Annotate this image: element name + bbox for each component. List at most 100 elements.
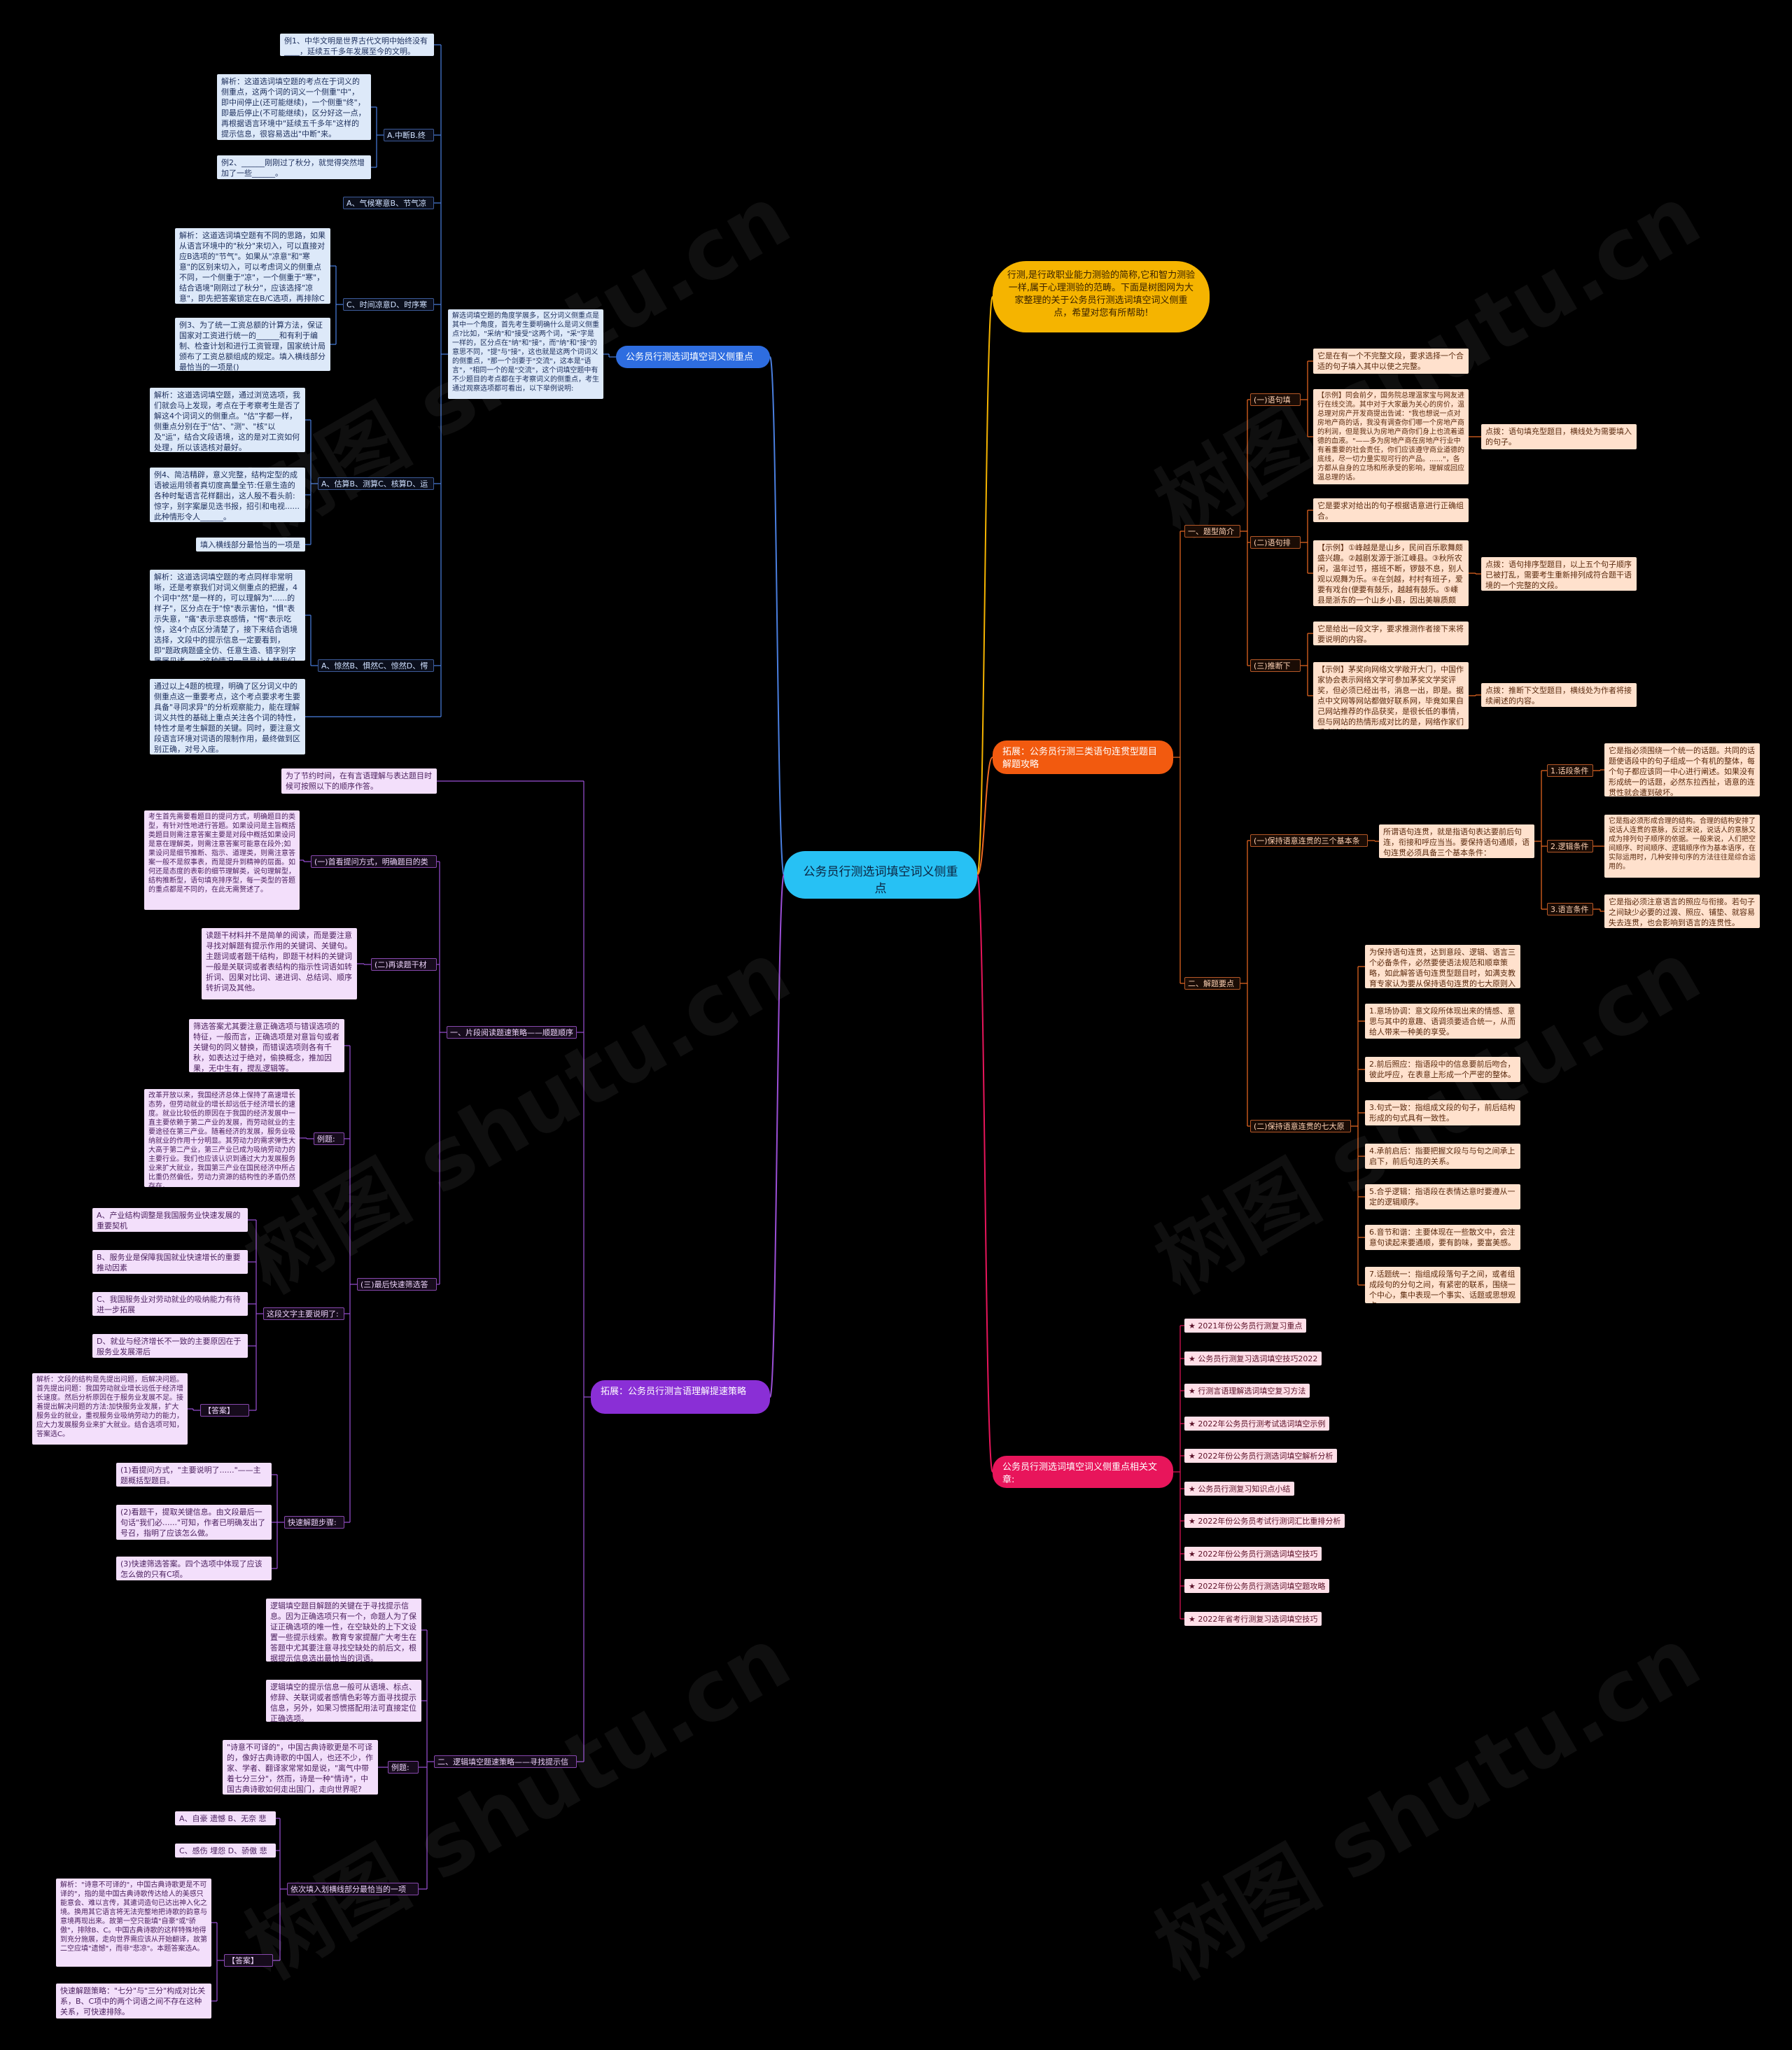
b1-example-4: 例4、简洁精辟，意义完整，结构定型的成语被运用领者真切度高量全节:任意生造的各种… — [150, 468, 305, 522]
related-article-link[interactable]: ★ 2022年份公务员考试行测词汇比重排分析 — [1184, 1514, 1345, 1528]
b4-type-1-tip: 点拨：语句填充型题目，横线处为需要填入的句子。 — [1481, 424, 1637, 449]
b4-type-2-desc: 它是要求对给出的句子根据语意进行正确组合。 — [1313, 498, 1469, 522]
b1-example-4-options: A、惊然B、惧然C、惊然D、愕然 — [318, 659, 434, 672]
b4-section-1[interactable]: 一、题型简介 — [1184, 525, 1240, 538]
b2-example-2-analysis: 解析："诗意不可译的"，中国古典诗歌更是不可译的"，指的是中国古典诗歌传达给人的… — [56, 1879, 211, 1967]
b4-principles-intro: 为保持语句连贯，达到意段、逻辑、语言三个必备条件，必然要使语法规范和顺章策略，如… — [1365, 945, 1520, 988]
b4-condition-1[interactable]: 1.话段条件 — [1547, 764, 1593, 777]
b1-example-1: 例1、中华文明是世界古代文明中始终没有____，延续五千多年发展至今的文明。 — [280, 34, 434, 56]
b4-principle-7: 7.话题统一：指组成段落句子之间，或者组成段句的分句之间，有紧密的联系，围绕一个… — [1365, 1267, 1520, 1303]
b2-s1-step-a[interactable]: (一)首看提问方式，明确题目的类型 — [311, 855, 437, 868]
related-article-link[interactable]: ★ 公务员行测复习选词填空技巧2022 — [1184, 1351, 1322, 1366]
b2-answer-analysis: 解析：文段的结构是先提出问题，后解决问题。首先提出问题：我国劳动就业增长远低于经… — [32, 1373, 188, 1445]
b1-example-1-analysis: 解析：这道选词填空题的考点在于词义的侧重点，这两个词的词义一个侧重"中"，即中间… — [217, 74, 371, 140]
b2-example-2-text: "诗意不可译的"，中国古典诗歌更是不可译的，像好古典诗歌的中国人，也还不少，作家… — [223, 1740, 378, 1795]
b4-type-2-tip: 点拨：语句排序型题目，以上五个句子顺序已被打乱，需要考生重新排列成符合题干语境的… — [1481, 557, 1637, 591]
b2-example-question: 这段文字主要说明了: — [263, 1307, 344, 1320]
connector-line — [976, 757, 993, 876]
b4-condition-2-text: 它是指必须形成合理的结构。合理的结构安排了说话人连贯的意脉，反过来说，说话人的意… — [1604, 815, 1760, 878]
b4-type-3-example: 【示例】茅奖向网络文学敞开大门，中国作家协会表示网络文学可参加茅奖文学奖评奖，但… — [1313, 662, 1469, 729]
b2-s1-step-c-text: 筛选答案尤其要注意正确选项与错误选项的特征，一般而言，正确选项是对意旨句或者关键… — [189, 1019, 344, 1072]
connector-line — [769, 356, 785, 876]
b2-fast-step-2: (2)看题干，提取关键信息。由文段最后一句话"我们必......"可知，作者已明… — [116, 1505, 272, 1540]
b4-type-3[interactable]: (三)推断下文 — [1250, 659, 1301, 672]
b2-fast-step-3: (3)快速筛选答案。四个选项中体现了应该怎么做的只有C项。 — [116, 1557, 272, 1580]
related-article-link[interactable]: ★ 2022年份公务员行测选词填空技巧 — [1184, 1546, 1322, 1561]
b2-example-2-option-cd: C、感伤 埋怨 D、骄傲 悲凉 — [175, 1844, 276, 1858]
b1-example-1-options: A.中断B.终断 — [384, 129, 434, 141]
b2-section-2[interactable]: 二、逻辑填空题速策略——寻找提示信息 — [434, 1755, 577, 1768]
b2-example-text: 改革开放以来，我国经济总体上保持了高速增长态势，但劳动就业的增长却远低于经济增长… — [144, 1089, 300, 1187]
b2-example-2-fast: 快速解题策略："七分"与"三分"构成对比关系，B、C项中的两个词语之间不存在这种… — [56, 1984, 211, 2019]
b2-fast-step-1: (1)看提问方式，"主要说明了......"——主题概括型题目。 — [116, 1463, 272, 1487]
central-topic[interactable]: 公务员行测选词填空词义侧重点 — [784, 851, 977, 899]
related-article-link[interactable]: ★ 2022年份公务员行测选词填空解析分析 — [1184, 1449, 1338, 1463]
b2-example-2-label: 例题: — [388, 1761, 419, 1774]
b4-type-3-tip: 点拨：推断下文型题目，横线处为作者将接续阐述的内容。 — [1481, 683, 1637, 707]
b1-example-3-analysis: 解析：这道选词填空题，通过浏览选项，我们就会马上发现，考点在于考察考生是否了解这… — [150, 388, 305, 452]
b4-type-1-desc: 它是在有一个不完整文段，要求选择一个合适的句子填入其中以使之完整。 — [1313, 349, 1469, 374]
b2-example-label: 例题: — [314, 1132, 344, 1145]
b4-point-2[interactable]: (二)保持语意连贯的七大原则 — [1250, 1120, 1351, 1132]
b2-answer: 【答案】C。 — [200, 1404, 249, 1417]
b2-option-b: B、服务业是保障我国就业快速增长的重要推动因素 — [92, 1250, 248, 1274]
branch-word-meaning-focus[interactable]: 公务员行测选词填空词义侧重点 — [616, 346, 770, 368]
related-article-link[interactable]: ★ 2022年份公务员行测选词填空题攻略 — [1184, 1579, 1330, 1593]
b2-s1-step-b[interactable]: (二)再读题干材料 — [371, 958, 437, 971]
b1-example-2: 例2、______刚刚过了秋分，就觉得突然增加了一些______。 — [217, 155, 371, 179]
b2-s1-step-c[interactable]: (三)最后快速筛选答案 — [357, 1278, 437, 1291]
b4-type-1-example: 【示例】同会前夕，国务院总理温家宝与网友进行在线交流。其中对于大家最为关心的房价… — [1313, 389, 1469, 484]
branch-speed-strategy[interactable]: 拓展：公务员行测言语理解提速策略 — [591, 1380, 770, 1414]
b2-fast-steps-label: 快速解题步骤: — [284, 1516, 344, 1529]
b1-example-3-options: A、估算B、测算C、核算D、运算 — [318, 477, 434, 490]
b4-condition-2[interactable]: 2.逻辑条件 — [1547, 840, 1593, 852]
b1-example-2-options: A、气候寒意B、节气凉意 — [343, 197, 434, 209]
b1-intro-text: 解选词填空题的角度学展多，区分词义侧重点是其中一个角度，首先考生要明确什么是词义… — [448, 309, 603, 399]
b4-principle-3: 3.句式一致：指组成文段的句子，前后结构形成的句式具有一致性。 — [1365, 1100, 1520, 1125]
b2-s1-step-b-text: 读题干材料并不是简单的阅读，而是要注意寻找对解题有提示作用的关键词、关键句。主题… — [202, 928, 357, 999]
branch-intro[interactable]: 行测,是行政职业能力测验的简称,它和智力测验一样,属于心理测验的范畴。下面是树图… — [993, 261, 1210, 332]
b1-example-2-options-2: C、时间凉意D、时序寒意 — [343, 298, 434, 311]
b4-principle-6: 6.音节和谐：主要体现在一些散文中，会注意句读起来要通顺，要有韵味，要富美感。 — [1365, 1225, 1520, 1250]
b4-type-2[interactable]: (二)语句排序 — [1250, 536, 1301, 549]
related-article-link[interactable]: ★ 2021年份公务员行测复习重点 — [1184, 1319, 1307, 1333]
b4-type-3-desc: 它是给出一段文字，要求推测作者接下来将要说明的内容。 — [1313, 622, 1469, 645]
b1-example-3: 例3、为了统一工资总额的计算方法，保证国家对工资进行统一的______和有利于编… — [175, 318, 330, 371]
b2-s2-text-1: 逻辑填空题目解题的关键在于寻找提示信息。因为正确选项只有一个，命题人为了保证正确… — [266, 1599, 421, 1662]
b4-condition-3[interactable]: 3.语言条件 — [1547, 903, 1593, 915]
b2-example-2-question: 依次填入划横线部分最恰当的一项是: — [287, 1883, 419, 1895]
branch-coherence-strategy[interactable]: 拓展：公务员行测三类语句连贯型题目解题攻略 — [993, 740, 1173, 774]
b4-principle-2: 2.前后照应：指语段中的信息要前后吻合，彼此呼应，在表意上形成一个严密的整体。 — [1365, 1057, 1520, 1082]
b2-section-1[interactable]: 一、片段阅读题速策略——顺题顺序 — [447, 1026, 577, 1039]
b2-example-2-answer: 【答案】A。 — [224, 1954, 273, 1967]
connector-line — [976, 874, 993, 1473]
branch-related-articles[interactable]: 公务员行测选词填空词义侧重点相关文章: — [993, 1456, 1173, 1488]
related-article-link[interactable]: ★ 2022年省考行测复习选词填空技巧 — [1184, 1611, 1322, 1626]
b4-principle-1: 1.意场协调：意文段所体现出来的情感、意思与其中的意趣、语调须要适合统一，从而给… — [1365, 1004, 1520, 1039]
b2-s1-step-a-text: 考生首先需要看题目的提问方式，明确题目的类型，有针对性地进行答题。如果设问是主旨… — [144, 810, 300, 910]
b1-example-2-analysis: 解析：这道选词填空题有不同的思路，如果从语言环境中的"秋分"来切入，可以直接对应… — [175, 228, 330, 304]
b2-option-a: A、产业结构调整是我国服务业快速发展的重要契机 — [92, 1208, 248, 1232]
b2-example-2-option-ab: A、自豪 遗憾 B、无奈 悲伤 — [175, 1811, 276, 1825]
b1-example-4-question: 填入横线部分最恰当的一项是() — [196, 538, 305, 552]
b4-principle-4: 4.承前启后：指要把握文段与与句之间承上启下，前后句连的关系。 — [1365, 1144, 1520, 1169]
b2-option-d: D、就业与经济增长不一致的主要原因在于服务业发展滞后 — [92, 1334, 248, 1358]
b2-option-c: C、我国服务业对劳动就业的吸纳能力有待进一步拓展 — [92, 1292, 248, 1316]
b1-summary: 通过以上4题的梳理，明确了区分词义中的侧重点这一重要考点，这个考点要求考生要具备… — [150, 679, 305, 754]
b4-point-1[interactable]: (一)保持语意连贯的三个基本条件 — [1250, 834, 1368, 847]
related-article-link[interactable]: ★ 公务员行测复习知识点小结 — [1184, 1481, 1295, 1496]
b4-condition-1-text: 它是指必须围绕一个统一的话题。共同的话题使语段中的句子组成一个有机的整体，每个句… — [1604, 743, 1760, 796]
b4-type-1[interactable]: (一)语句填充 — [1250, 393, 1301, 406]
b4-type-2-example: 【示例】①峰越是是山乡，民间百乐歌舞颇盛兴趣。②越剧发源于浙江嵊县。③秋所农闲，… — [1313, 540, 1469, 606]
b4-condition-3-text: 它是指必须注意语言的照应与衔接。若句子之间缺少必要的过渡、照应、铺垫、就容易失去… — [1604, 894, 1760, 928]
b2-s2-text-2: 逻辑填空的提示信息一般可从语境、标点、修辞、关联词或者感情色彩等方面寻找提示信息… — [266, 1680, 421, 1722]
b4-section-2[interactable]: 二、解题要点 — [1184, 977, 1240, 990]
related-article-link[interactable]: ★ 2022年公务员行测考试选词填空示例 — [1184, 1416, 1330, 1431]
b1-example-4-analysis: 解析：这道选词填空题的考点同样非常明晰，还是考察我们对词义侧重点的把握，4个词中… — [150, 570, 305, 661]
connector-line — [976, 296, 993, 876]
b4-principle-5: 5.合乎逻辑：指语段在表情达意时要遵从一定的逻辑顺序。 — [1365, 1184, 1520, 1209]
related-article-link[interactable]: ★ 行测言语理解选词填空复习方法 — [1184, 1384, 1310, 1398]
connector-line — [769, 874, 785, 1398]
